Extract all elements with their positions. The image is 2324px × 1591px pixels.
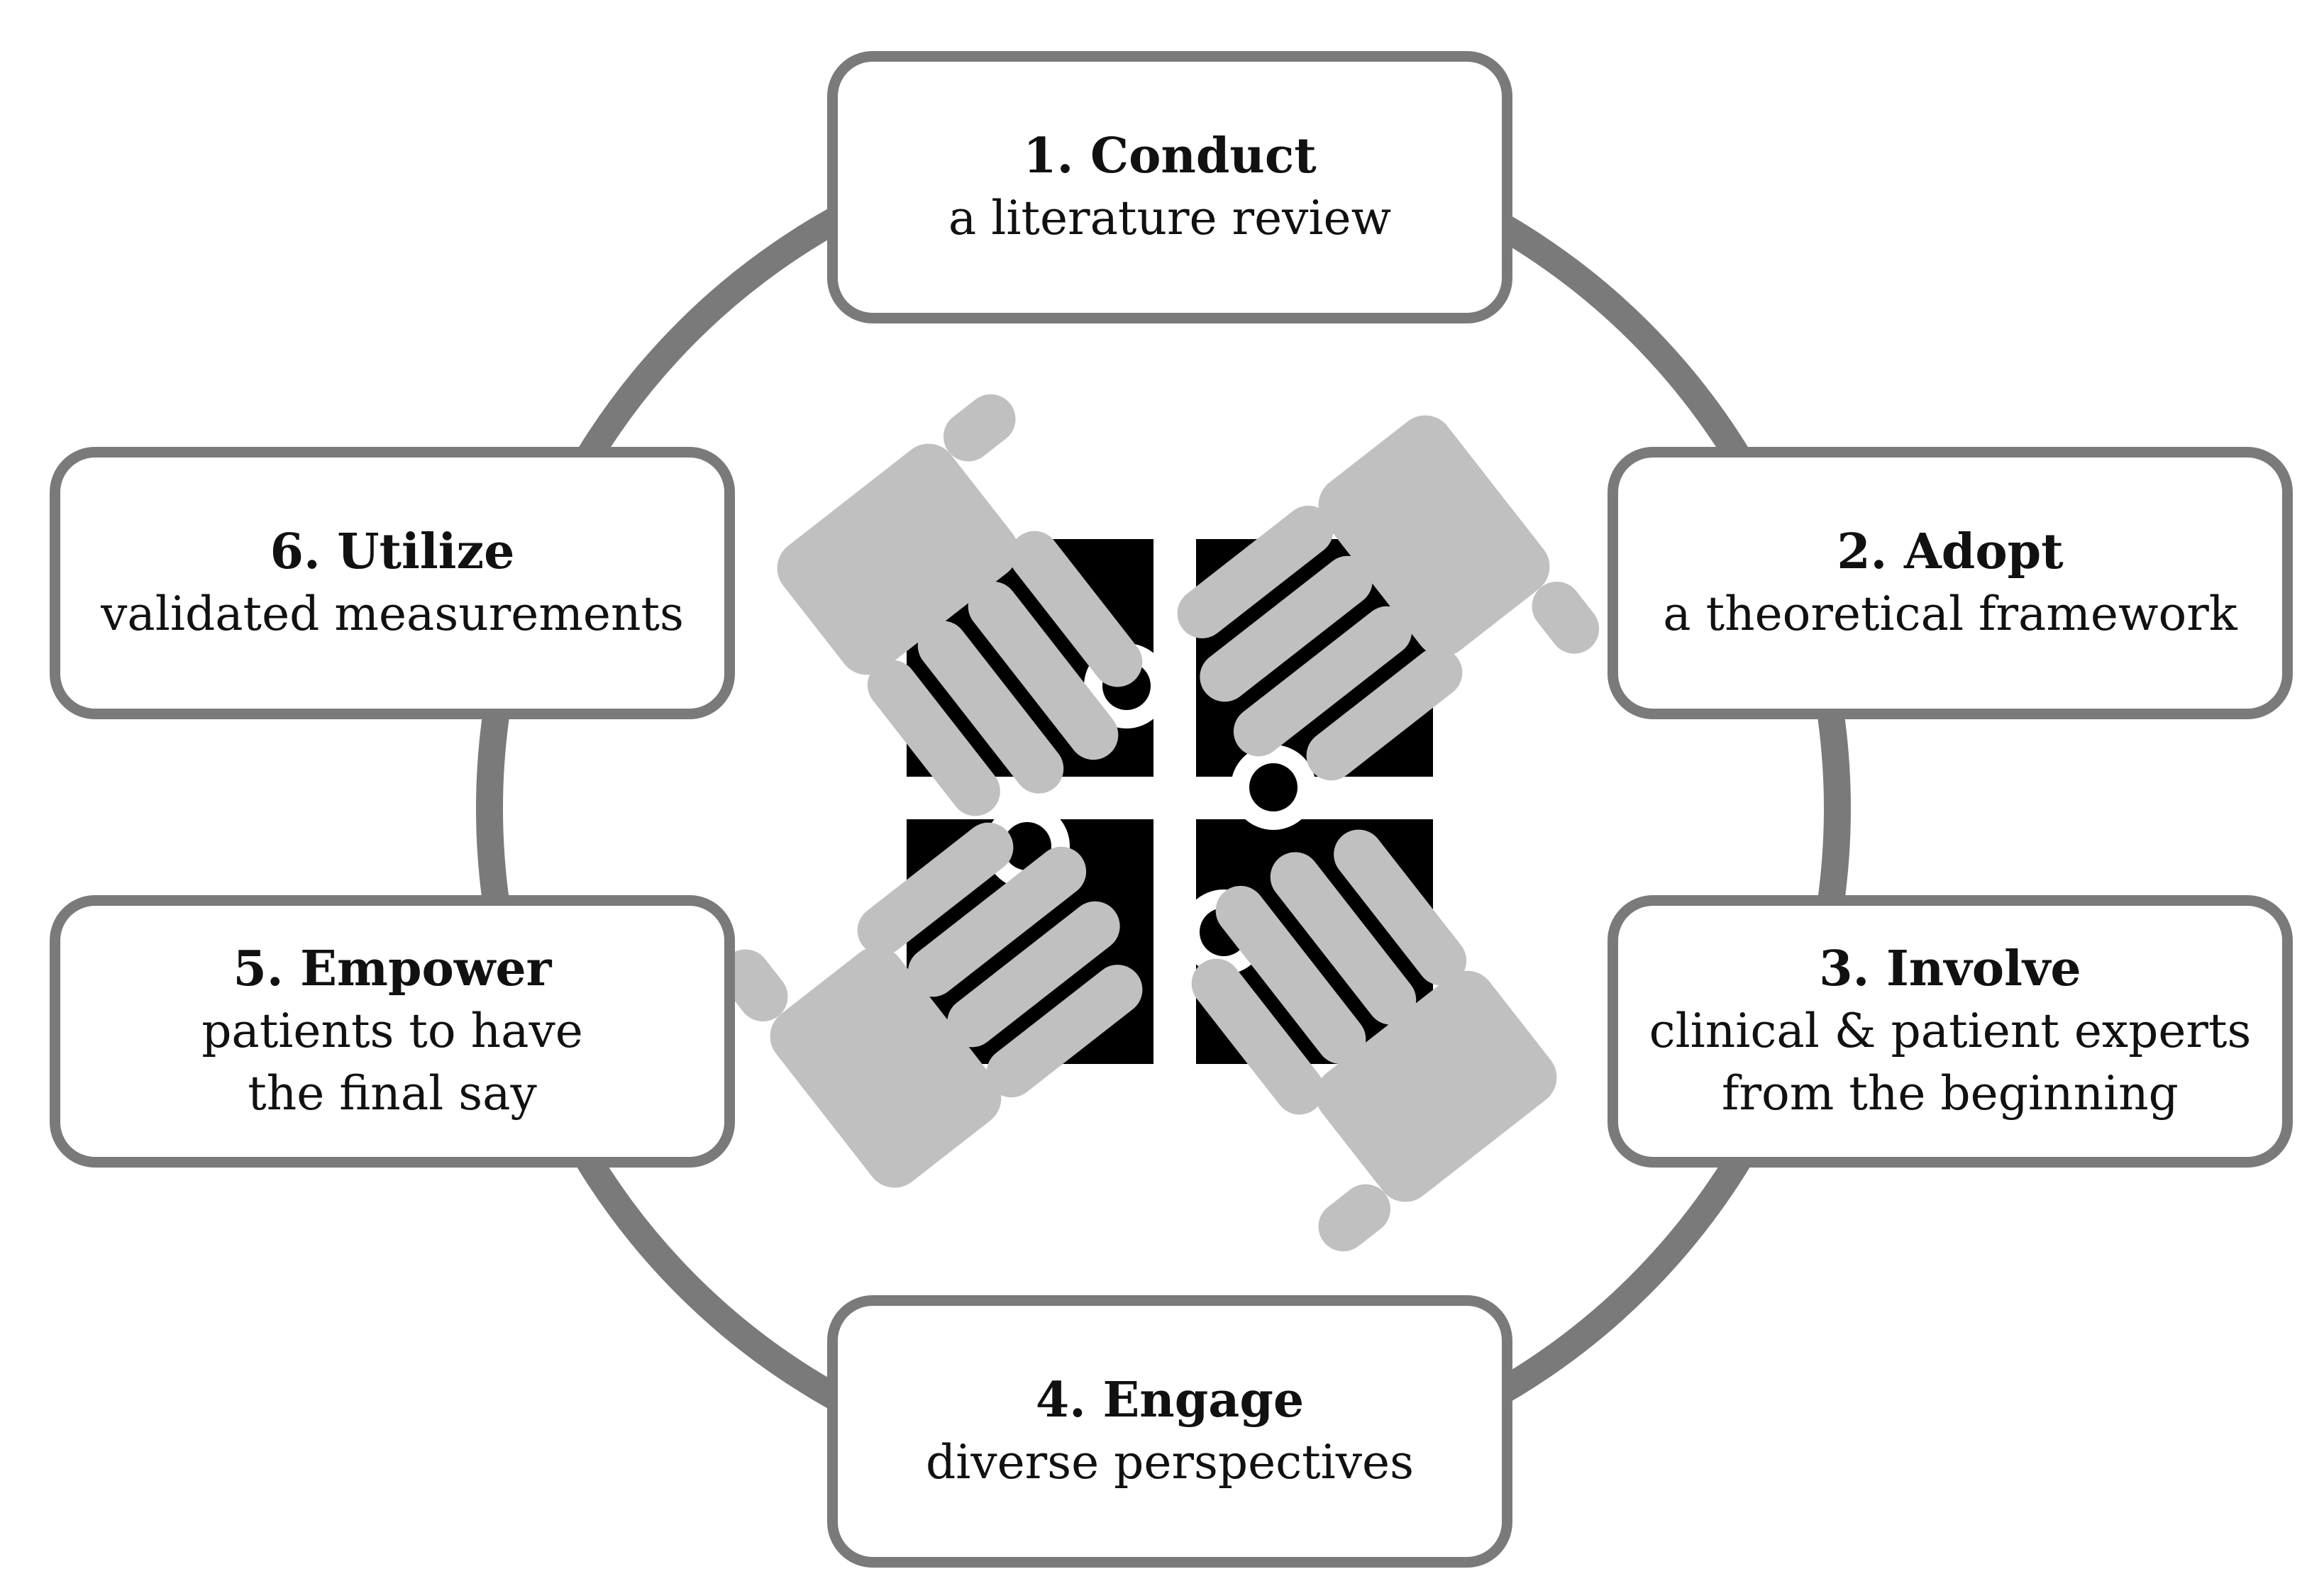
step-description: from the beginning [1722, 1066, 2179, 1121]
step-box-1: 1. Conduct a literature review [827, 51, 1512, 323]
step-description: the final say [248, 1066, 537, 1121]
step-title: 3. Involve [1819, 941, 2081, 997]
cycle-ring [476, 121, 1851, 1496]
step-box-4: 4. Engage diverse perspectives [827, 1295, 1512, 1568]
step-box-6: 6. Utilize validated measurements [50, 447, 735, 719]
puzzle-hands-icon [720, 394, 1600, 1252]
step-box-5: 5. Empower patients to have the final sa… [50, 895, 735, 1168]
step-box-3: 3. Involve clinical & patient experts fr… [1608, 895, 2293, 1168]
step-description: validated measurements [101, 587, 684, 641]
step-description: patients to have [201, 1004, 583, 1058]
step-title: 1. Conduct [1023, 128, 1317, 184]
step-description: clinical & patient experts [1649, 1004, 2252, 1058]
step-description: a theoretical framework [1663, 587, 2237, 641]
step-title: 2. Adopt [1837, 523, 2064, 580]
step-description: a literature review [948, 191, 1392, 245]
step-title: 5. Empower [233, 941, 552, 997]
step-box-2: 2. Adopt a theoretical framework [1608, 447, 2293, 719]
step-title: 6. Utilize [270, 523, 515, 580]
step-description: diverse perspectives [925, 1435, 1414, 1490]
step-title: 4. Engage [1035, 1372, 1305, 1429]
